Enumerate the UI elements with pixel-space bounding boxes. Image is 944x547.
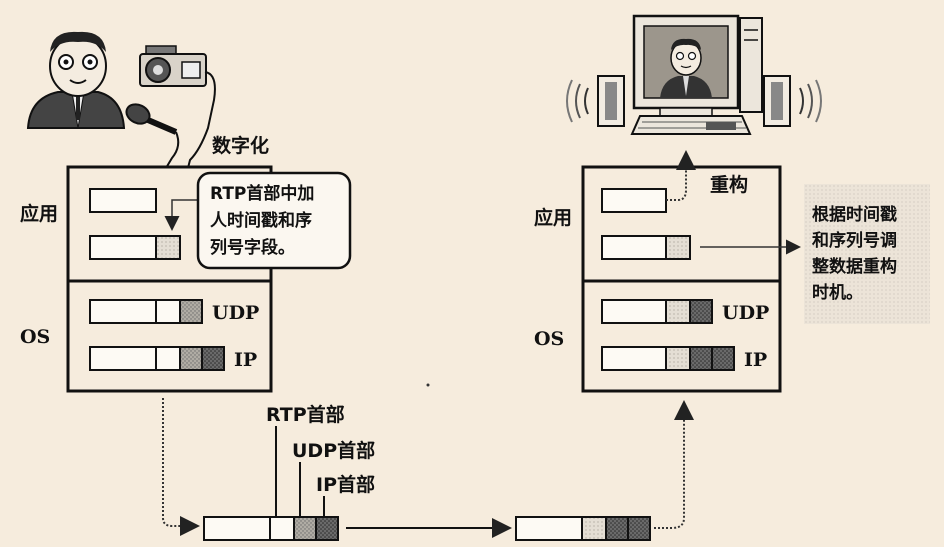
sender-rtp-data-block [89,235,157,260]
note-line-2: 和序列号调 [812,230,897,251]
sender-ip-udp-block [179,346,203,371]
sender-app-label: 应用 [20,202,58,225]
callout-line-1: RTP首部中加 [210,183,314,204]
sender-ip-label: IP [234,349,257,371]
receiver-udp-label: UDP [722,302,769,324]
receiver-udp-data-block [601,299,667,324]
receiver-udp-rtp-block [665,299,691,324]
video-camera-icon [139,45,207,87]
receiver-ip-udp-block [689,346,713,371]
packet-rtp-block [269,516,295,541]
callout-line-2: 人时间戳和序 [210,210,312,231]
udp-header-label: UDP首部 [292,439,375,462]
camera-cable [187,71,216,169]
sender-udp-data-block [89,299,157,324]
reconstruct-note: 根据时间戳 和序列号调 整数据重构 时机。 [812,204,903,303]
receiver-app-data-block [601,188,667,213]
receiver-os-label: OS [534,328,564,350]
note-line-1: 根据时间戳 [812,204,897,225]
sender-to-network-arrow [162,398,200,536]
recv-packet-data-block [515,516,583,541]
note-line-4: 时机。 [812,282,863,303]
computer-monitor-icon [632,14,763,117]
mic-cable [165,131,180,169]
rtp-callout [196,171,352,270]
sender-rtp-header-block [155,235,181,260]
recv-packet-rtp-block [581,516,607,541]
recv-packet-ip-block [627,516,651,541]
receiver-ip-header-block [711,346,735,371]
network-to-receiver-arrow [654,400,694,529]
rtp-header-label: RTP首部 [266,403,345,426]
keyboard-icon [630,115,752,135]
ip-header-label: IP首部 [316,473,375,496]
receiver-rtp-data-block [601,235,667,260]
note-background [804,184,930,324]
digitize-label: 数字化 [212,134,269,157]
sender-os-label: OS [20,326,50,348]
sender-ip-rtp-block [155,346,181,371]
sender-app-data-block [89,188,157,213]
note-line-3: 整数据重构 [812,256,897,277]
packet-udp-block [293,516,317,541]
reconstruct-arrow [666,150,696,201]
receiver-udp-header-block [689,299,713,324]
receiver-ip-label: IP [744,349,767,371]
packet-ip-block [315,516,339,541]
receiver-ip-rtp-block [665,346,691,371]
reconstruct-label: 重构 [710,173,748,196]
sender-udp-rtp-block [155,299,181,324]
callout-line-3: 列号字段。 [210,237,295,258]
sender-ip-data-block [89,346,157,371]
receiver-app-label: 应用 [534,206,572,229]
microphone-icon [125,103,178,135]
speaker-icon [566,75,822,127]
rtp-callout-text: RTP首部中加 人时间戳和序 列号字段。 [210,183,320,258]
sender-add-rtp-arrow [164,199,200,231]
packet-data-block [203,516,271,541]
sender-udp-header-block [179,299,203,324]
recv-packet-udp-block [605,516,629,541]
sender-ip-header-block [201,346,225,371]
sender-udp-label: UDP [212,302,259,324]
receiver-rtp-header-block [665,235,691,260]
stray-dot [426,383,430,387]
person-icon [26,31,126,129]
receiver-ip-data-block [601,346,667,371]
